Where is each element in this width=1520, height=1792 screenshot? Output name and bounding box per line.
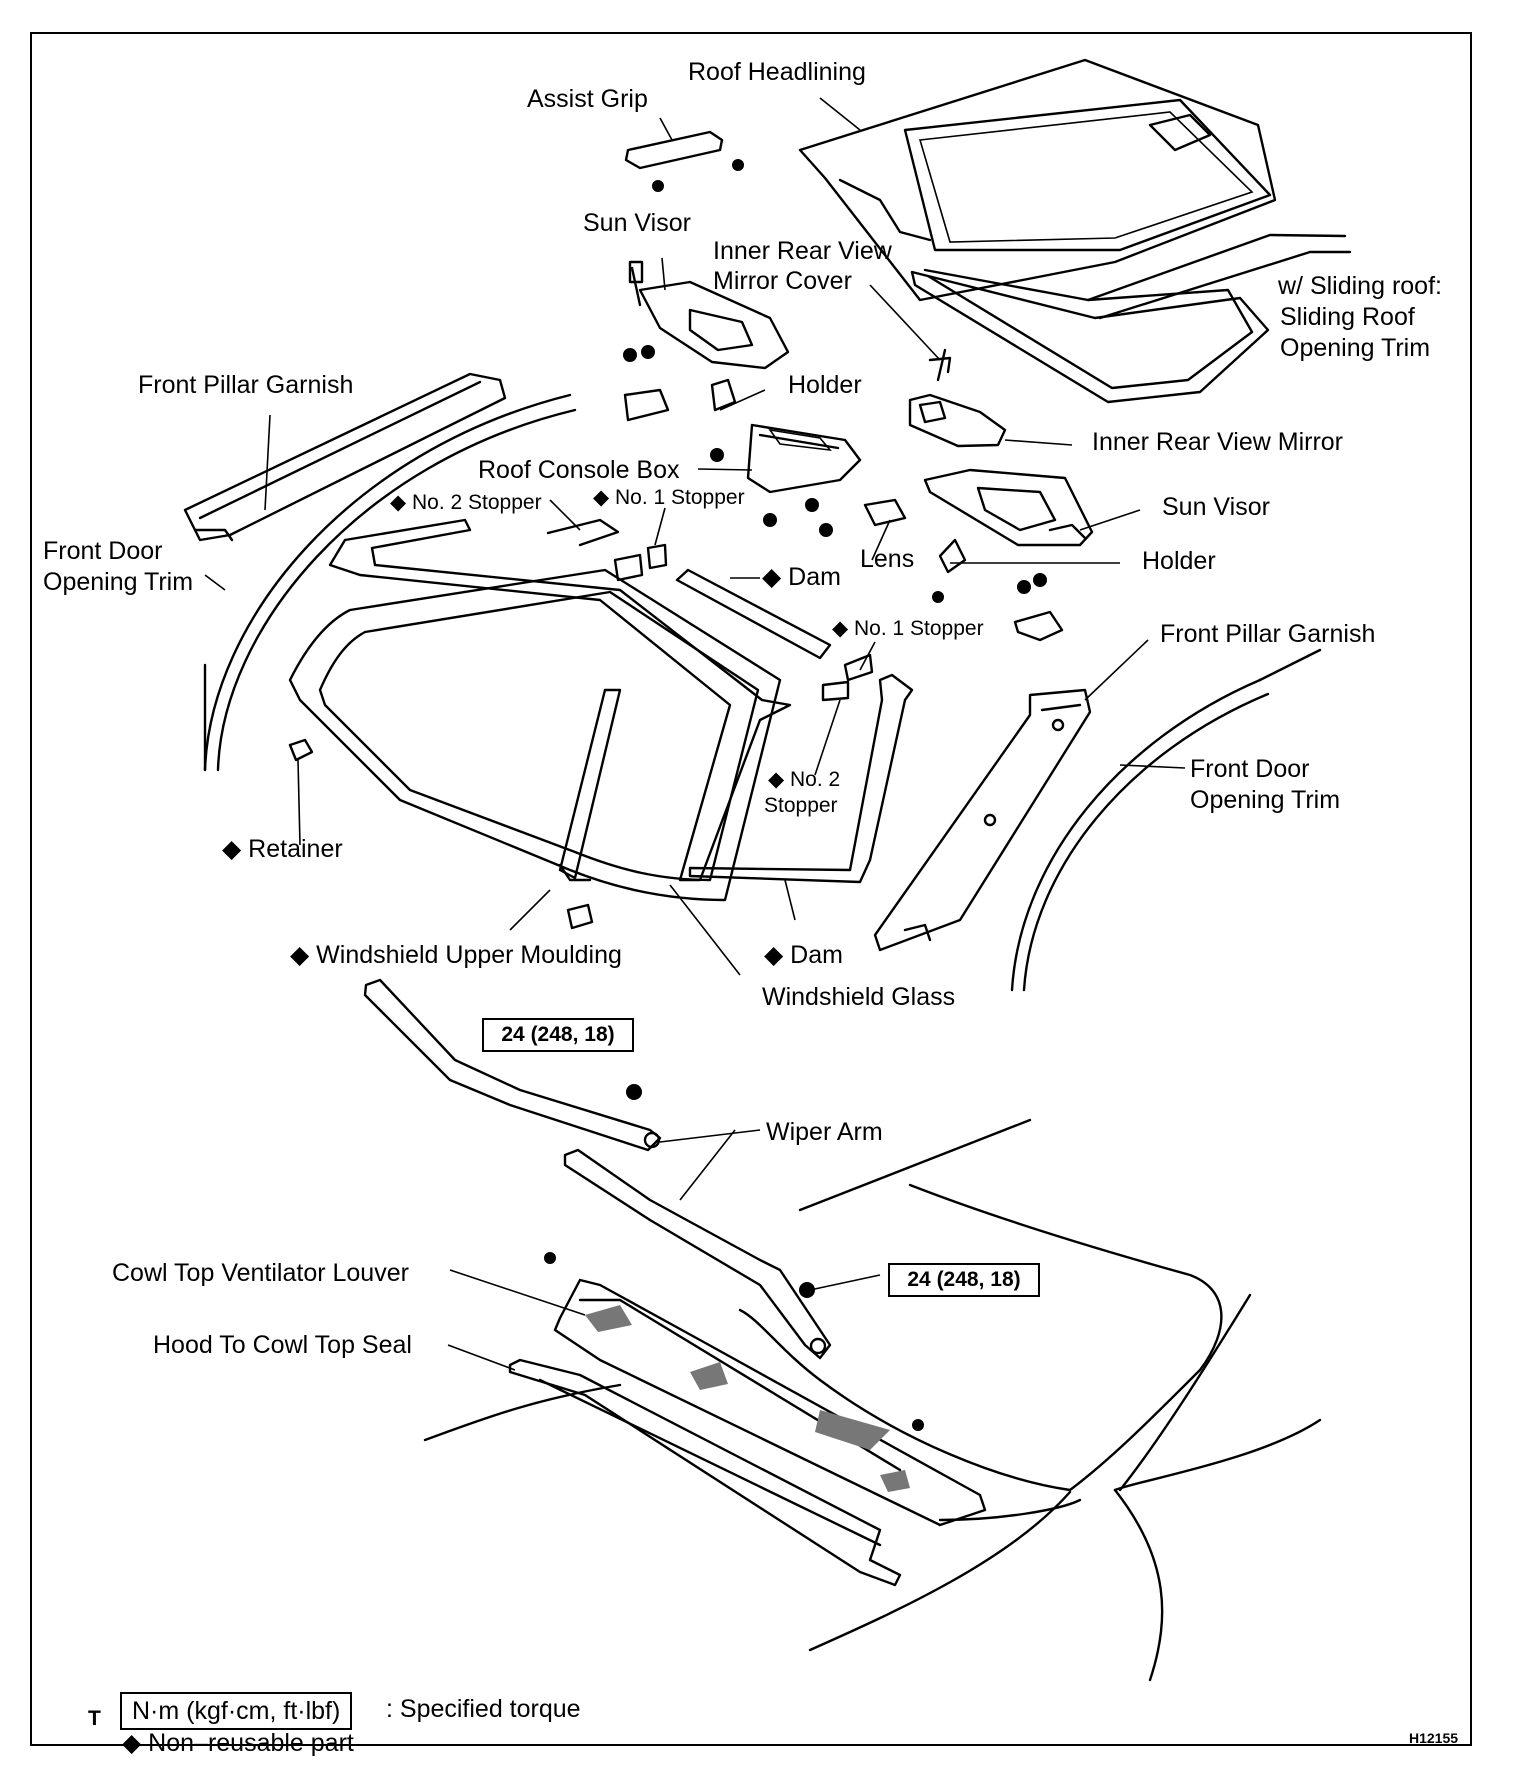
label-lens: Lens <box>860 545 915 573</box>
label-sliding-roof-3: Opening Trim <box>1280 334 1431 362</box>
label-front-door-trim-left-2: Opening Trim <box>43 568 194 596</box>
sun-visor-right-part <box>863 468 1094 642</box>
label-inner-mirror-cover-1: Inner Rear View <box>713 237 892 265</box>
torque-box-upper: 24 (248, 18) <box>482 1018 634 1052</box>
label-holder-left: Holder <box>788 371 862 399</box>
label-front-pillar-garnish-left: Front Pillar Garnish <box>138 371 354 399</box>
wiper-arm-upper-part <box>363 978 662 1152</box>
windshield-glass-part <box>288 568 782 902</box>
label-no1-stopper-lower: ◆ No. 1 Stopper <box>832 617 984 640</box>
label-holder-right: Holder <box>1142 547 1216 575</box>
label-front-door-trim-right-2: Opening Trim <box>1190 786 1341 814</box>
label-dam-lower: ◆ Dam <box>764 941 843 969</box>
label-dam-upper: ◆ Dam <box>762 563 841 591</box>
label-windshield-upper-moulding: ◆ Windshield Upper Moulding <box>290 941 622 969</box>
label-retainer: ◆ Retainer <box>222 835 343 863</box>
label-front-door-trim-left-1: Front Door <box>43 537 163 565</box>
front-door-trim-left-part <box>203 393 577 772</box>
label-no1-stopper-upper: ◆ No. 1 Stopper <box>593 486 745 509</box>
torque-box-lower: 24 (248, 18) <box>888 1263 1040 1297</box>
label-inner-rear-view-mirror: Inner Rear View Mirror <box>1092 428 1344 456</box>
retainer-part <box>288 738 594 930</box>
wiper-arm-lower-part <box>563 1148 832 1360</box>
label-inner-mirror-cover-2: Mirror Cover <box>713 267 852 295</box>
assist-grip-part <box>624 130 744 192</box>
roof-headlining-part <box>798 58 1352 320</box>
label-roof-headlining: Roof Headlining <box>688 58 866 86</box>
sun-visor-left-part <box>623 260 790 422</box>
roof-console-box-part <box>710 423 862 537</box>
stoppers-and-dams-part <box>546 518 914 884</box>
label-sun-visor-left: Sun Visor <box>583 209 691 237</box>
legend-torque-symbol: T <box>88 1707 101 1730</box>
label-front-pillar-garnish-right: Front Pillar Garnish <box>1160 620 1376 648</box>
cowl-top-louver-part <box>544 1252 987 1527</box>
legend-torque-desc: : Specified torque <box>386 1695 581 1723</box>
label-no2-stopper-lower-1: ◆ No. 2 <box>768 768 841 791</box>
label-hood-to-cowl-seal: Hood To Cowl Top Seal <box>153 1331 412 1359</box>
label-cowl-top-louver: Cowl Top Ventilator Louver <box>112 1259 409 1287</box>
front-pillar-garnish-left-part <box>183 372 507 542</box>
legend-nonreusable: ◆ Non–reusable part <box>122 1729 354 1757</box>
front-door-trim-right-part <box>1010 648 1322 992</box>
label-sun-visor-right: Sun Visor <box>1162 493 1270 521</box>
front-pillar-garnish-right-part <box>873 688 1092 952</box>
hood-cowl-seal-part <box>508 1358 902 1587</box>
label-assist-grip: Assist Grip <box>527 85 648 113</box>
label-sliding-roof-1: w/ Sliding roof: <box>1278 272 1442 300</box>
label-no2-stopper-upper: ◆ No. 2 Stopper <box>390 491 542 514</box>
diagram-frame <box>30 32 1472 1746</box>
label-sliding-roof-2: Sliding Roof <box>1280 303 1415 331</box>
leader-lines <box>204 97 1186 1371</box>
legend-torque-units-box: N·m (kgf·cm, ft·lbf) <box>120 1692 353 1730</box>
label-no2-stopper-lower-2: Stopper <box>764 794 838 817</box>
inner-mirror-part <box>908 348 1007 448</box>
figure-code: H12155 <box>1409 1730 1459 1746</box>
hood-outline-part <box>423 1118 1322 1682</box>
label-windshield-glass: Windshield Glass <box>762 983 956 1011</box>
sliding-roof-trim-part <box>910 268 1270 404</box>
label-front-door-trim-right-1: Front Door <box>1190 755 1310 783</box>
label-wiper-arm: Wiper Arm <box>766 1118 883 1146</box>
windshield-upper-moulding-part <box>328 518 792 882</box>
label-roof-console-box: Roof Console Box <box>478 456 680 484</box>
